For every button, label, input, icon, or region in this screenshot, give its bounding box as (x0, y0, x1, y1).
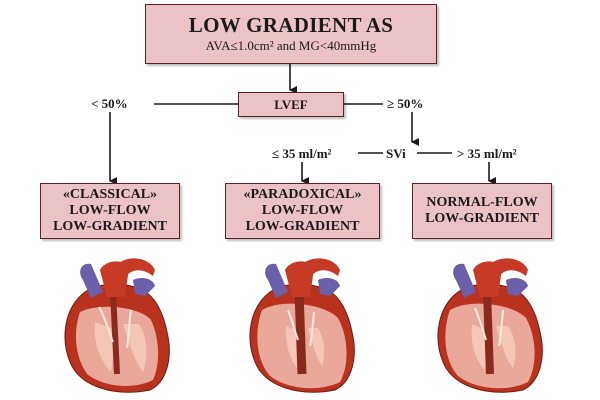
result-line: LOW-GRADIENT (425, 211, 539, 226)
branch-label-below-50: < 50% (89, 96, 130, 112)
heart-icon (249, 258, 355, 393)
result-line: «PARADOXICAL» (243, 187, 362, 202)
heart-icon (64, 258, 170, 393)
normal-flow-box: NORMAL-FLOW LOW-GRADIENT (412, 183, 552, 239)
heart-icon (437, 258, 543, 393)
heart-illustration-paradoxical (249, 258, 355, 393)
result-line: NORMAL-FLOW (426, 195, 538, 210)
svi-low-label: ≤ 35 ml/m² (270, 146, 334, 162)
paradoxical-low-flow-box: «PARADOXICAL» LOW-FLOW LOW-GRADIENT (225, 183, 380, 239)
lvef-box: LVEF (238, 92, 344, 117)
result-line: LOW-FLOW (69, 203, 151, 218)
svi-label: SVi (384, 146, 408, 162)
result-line: LOW-GRADIENT (53, 219, 167, 234)
title-box: LOW GRADIENT AS AVA≤1.0cm² and MG<40mmHg (145, 4, 437, 64)
heart-illustration-normal-flow (437, 258, 543, 393)
result-line: «CLASSICAL» (62, 187, 158, 202)
diagram-title: LOW GRADIENT AS (188, 13, 394, 37)
heart-illustration-classical (64, 258, 170, 393)
result-line: LOW-GRADIENT (245, 219, 360, 234)
svi-high-label: > 35 ml/m² (455, 146, 519, 162)
lvef-label: LVEF (274, 96, 308, 112)
classical-low-flow-box: «CLASSICAL» LOW-FLOW LOW-GRADIENT (40, 183, 180, 239)
result-line: LOW-FLOW (261, 203, 344, 218)
branch-label-at-least-50: ≥ 50% (385, 96, 426, 112)
diagram-subtitle: AVA≤1.0cm² and MG<40mmHg (205, 38, 377, 53)
